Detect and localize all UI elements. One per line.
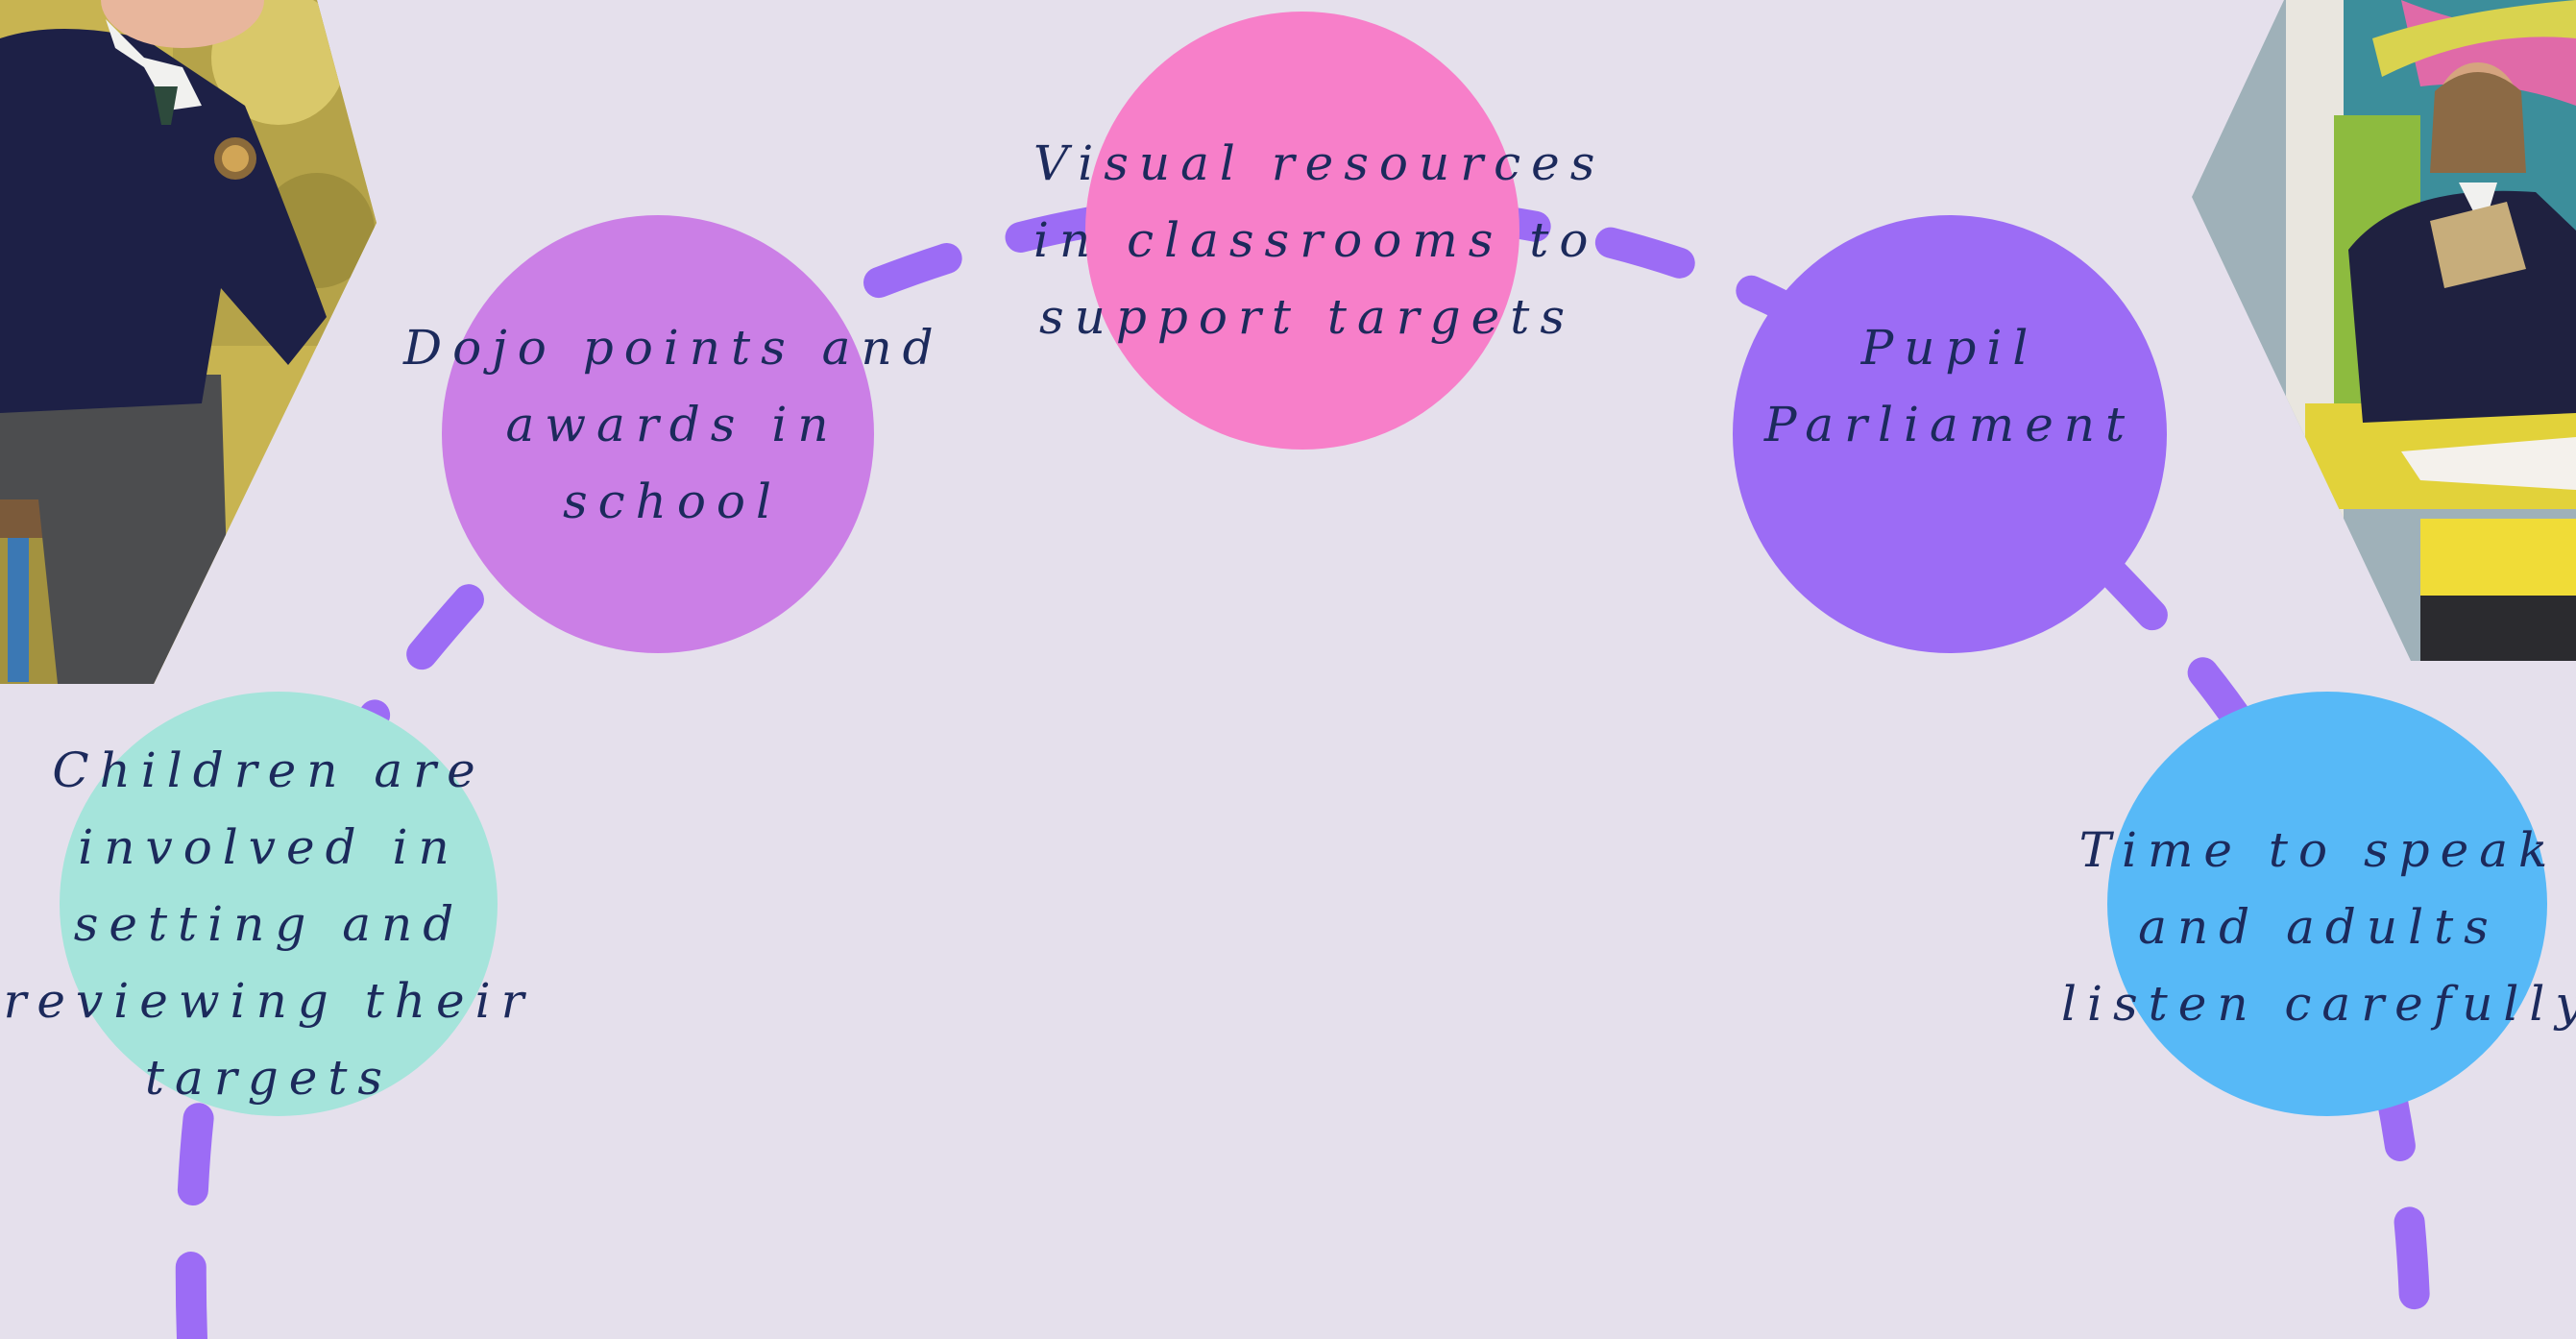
label-children-line: Children are [52,743,486,798]
label-children-line: reviewing their [3,973,535,1029]
label-parliament: Pupil Parliament [1681,309,2219,463]
bubble-children [60,692,498,1116]
bubble-parliament [1733,215,2167,653]
label-dojo: Dojo points and awards in school [403,309,941,540]
label-visual: Visual resources in classrooms to suppor… [1033,125,1606,355]
label-children: Children are involved in setting and rev… [0,732,538,1116]
label-dojo-line: school [562,474,783,529]
label-parliament-line: Parliament [1763,397,2136,452]
label-children-line: setting and [73,896,465,952]
label-parliament-line: Pupil [1860,320,2039,376]
label-time-line: and adults [2138,899,2499,955]
label-time-line: Time to speak [2078,822,2559,878]
label-time: Time to speak and adults listen carefull… [2061,812,2576,1042]
bubble-visual [1085,12,1519,450]
label-visual-line: in classrooms to [1033,212,1599,268]
label-dojo-line: Dojo points and [403,320,944,376]
label-children-line: targets [144,1050,394,1106]
bubble-dojo [442,215,874,653]
label-children-line: involved in [78,819,460,875]
label-dojo-line: awards in [505,397,839,452]
bubble-time [2107,692,2547,1116]
label-time-line: listen carefully [2061,976,2576,1032]
label-visual-line: Visual resources [1033,135,1606,191]
label-visual-line: support targets [1038,289,1576,345]
